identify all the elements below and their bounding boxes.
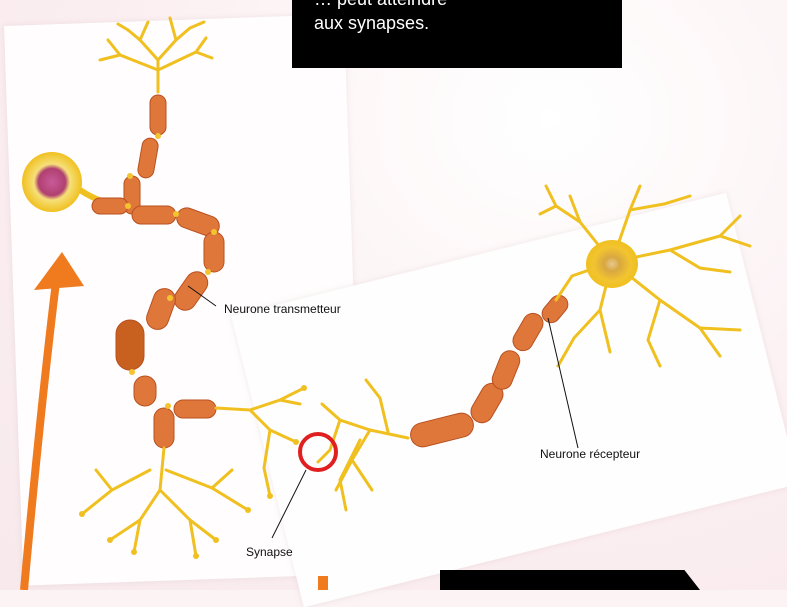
receiver-input-dendrites xyxy=(318,380,408,510)
neuron-diagram: Neurone transmetteur Neurone récepteur S… xyxy=(0,0,787,590)
bottom-caption-box xyxy=(440,570,700,590)
synapse-circle xyxy=(300,434,336,470)
receiver-label: Neurone récepteur xyxy=(540,447,640,461)
transmitter-label: Neurone transmetteur xyxy=(224,302,341,316)
transmitter-top-dendrites xyxy=(100,18,212,92)
orange-marker xyxy=(318,576,328,590)
transmitter-axon xyxy=(92,95,224,448)
receiver-dendrites xyxy=(540,186,750,366)
arrow-head-icon xyxy=(34,252,84,290)
receiver-soma xyxy=(586,240,638,288)
curved-arrow-shaft xyxy=(24,282,56,590)
synapse-leader-line xyxy=(272,470,306,538)
transmitter-soma xyxy=(22,152,82,212)
synapse-label: Synapse xyxy=(246,545,293,559)
receiver-axon xyxy=(408,292,571,450)
